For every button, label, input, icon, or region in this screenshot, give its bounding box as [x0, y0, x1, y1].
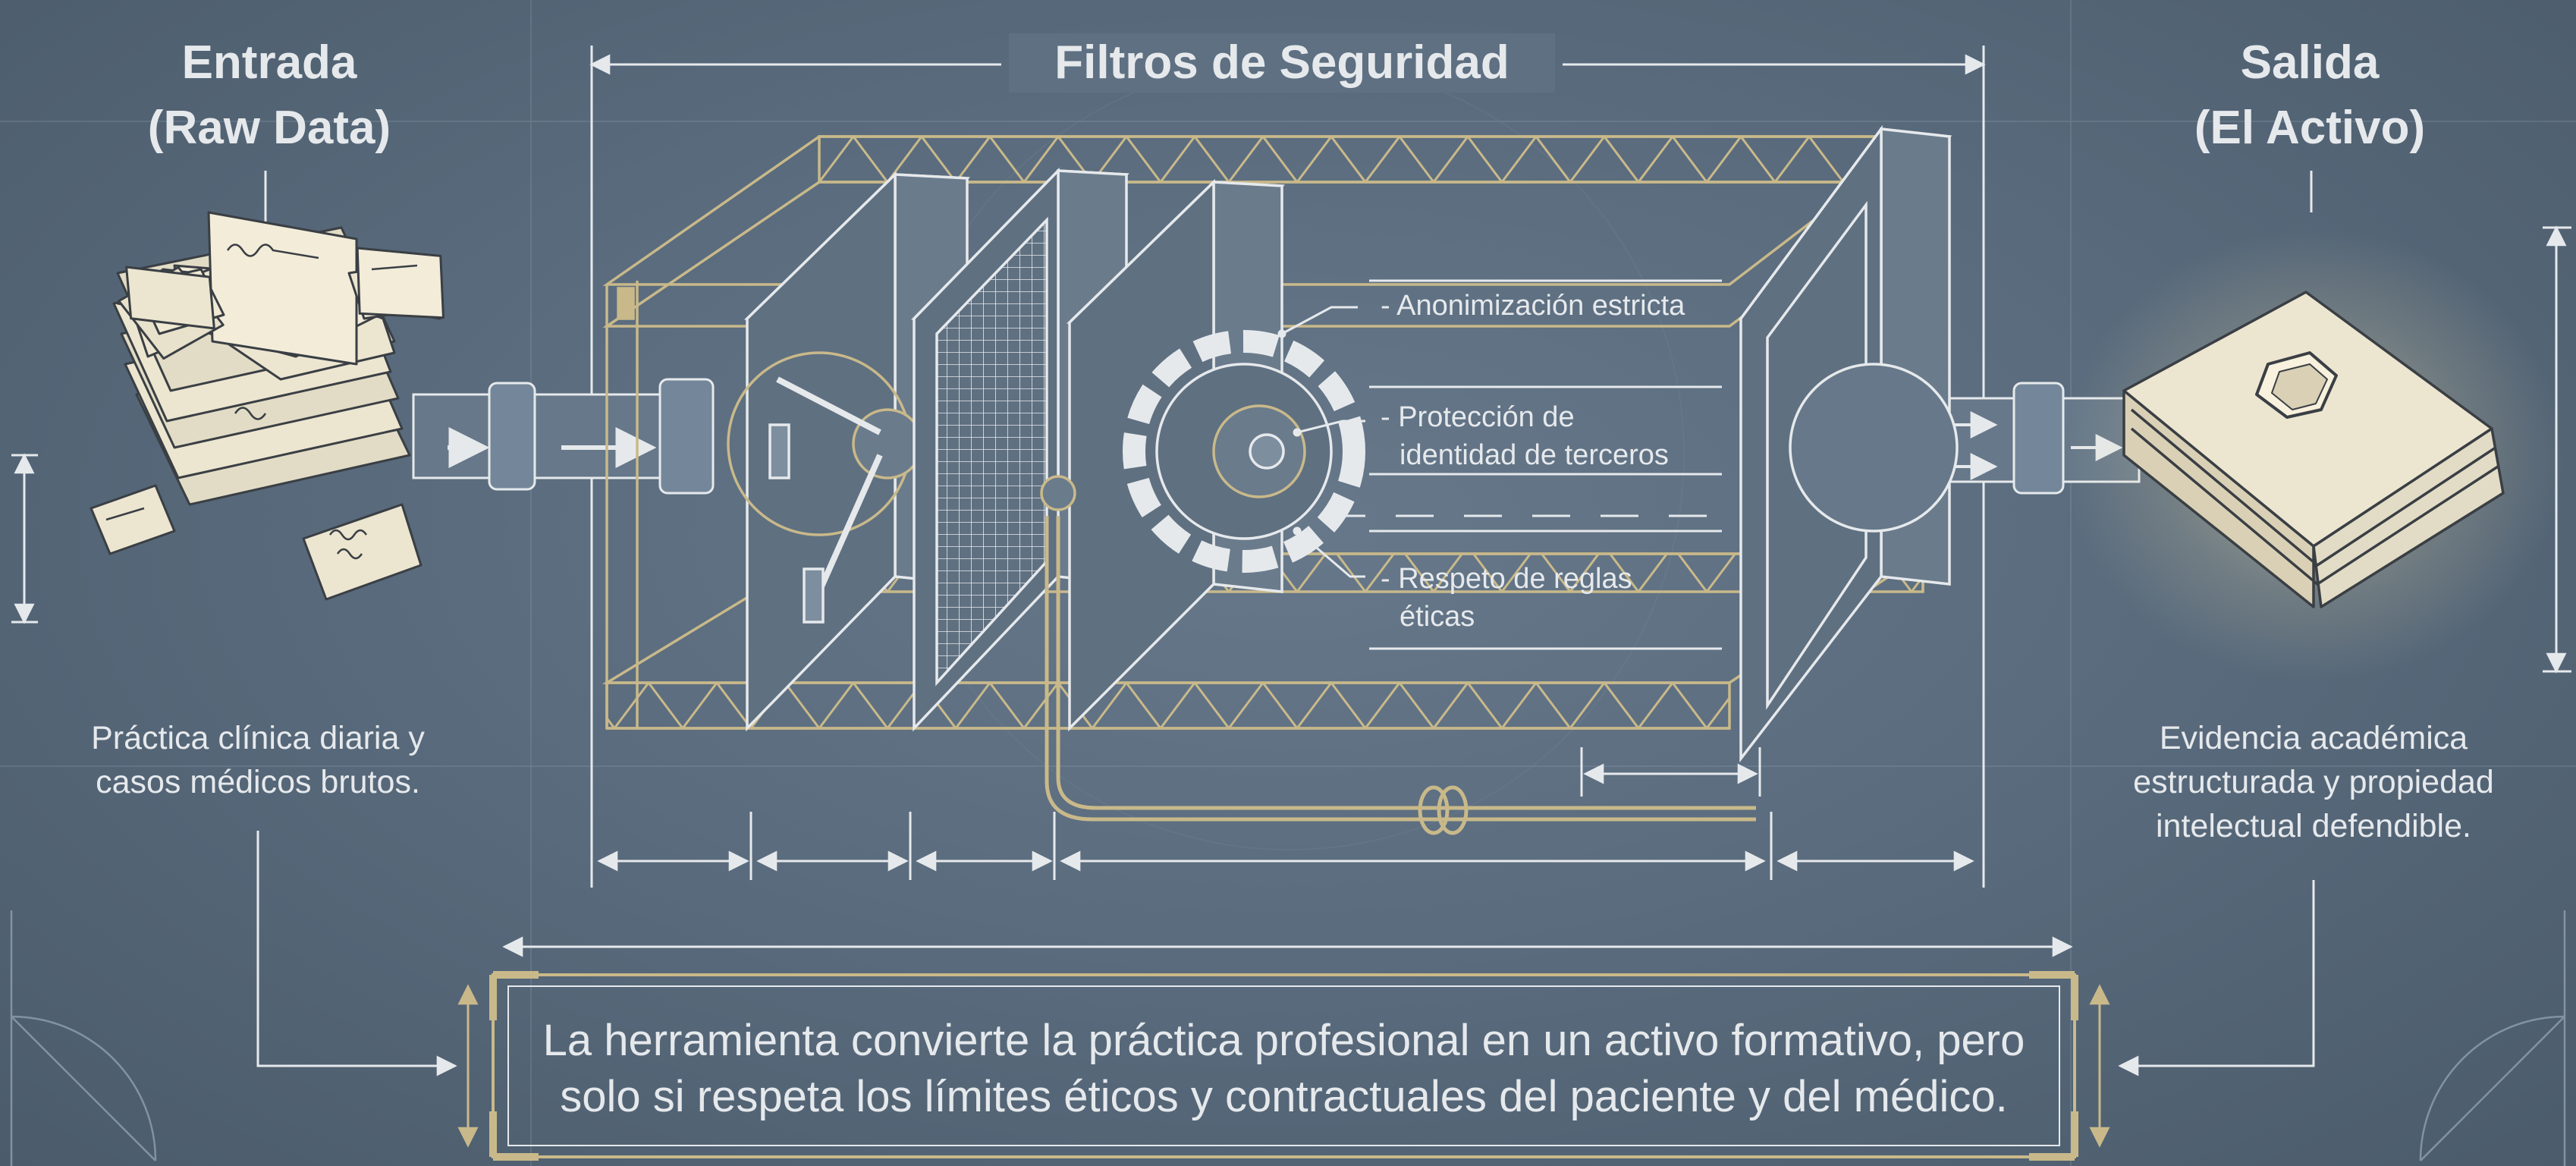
input-description-line2: casos médicos brutos.: [96, 764, 420, 800]
summary-connectors: [256, 831, 2315, 1076]
corner-arcs: [10, 910, 2566, 1166]
document-scribbles: [105, 244, 418, 560]
filter-label-ethics-line2: éticas: [1400, 601, 1475, 633]
summary-line1: La herramienta convierte la práctica pro…: [542, 1016, 2025, 1065]
input-title: Entrada: [181, 36, 357, 89]
summary-line2: solo si respeta los límites éticos y con…: [560, 1072, 2008, 1121]
filter-label-third-party-protection-line2: identidad de terceros: [1400, 439, 1669, 471]
filter-label-ethics-line1: - Respeto de reglas: [1381, 563, 1632, 595]
output-description-line1: Evidencia académica: [2159, 720, 2468, 756]
filter-label-anonymization: - Anonimización estricta: [1381, 290, 1685, 322]
output-description-line2: estructurada y propiedad: [2133, 764, 2494, 800]
summary-frame: [489, 971, 2078, 1161]
input-pipe: [412, 378, 715, 495]
summary-height-markers: [457, 984, 2110, 1148]
output-subtitle: (El Activo): [2194, 102, 2426, 154]
output-description-line3: intelectual defendible.: [2156, 808, 2471, 844]
output-title: Salida: [2240, 36, 2380, 89]
filters-title: Filtros de Seguridad: [1009, 33, 1555, 93]
pipe-bottom-loop: [1045, 516, 1756, 835]
filter-plate-gear: [1040, 178, 1365, 732]
document-stack-illustration: [90, 211, 445, 601]
book-illustration: [2122, 291, 2505, 608]
input-subtitle: (Raw Data): [147, 102, 391, 154]
input-description-line1: Práctica clínica diaria y: [91, 720, 425, 756]
segment-dimension-arrows: [597, 747, 1974, 880]
filter-plate-exit: [1738, 124, 1959, 763]
filter-leader-lines: [1277, 279, 1722, 650]
filter-label-third-party-protection-line1: - Protección de: [1381, 401, 1575, 433]
